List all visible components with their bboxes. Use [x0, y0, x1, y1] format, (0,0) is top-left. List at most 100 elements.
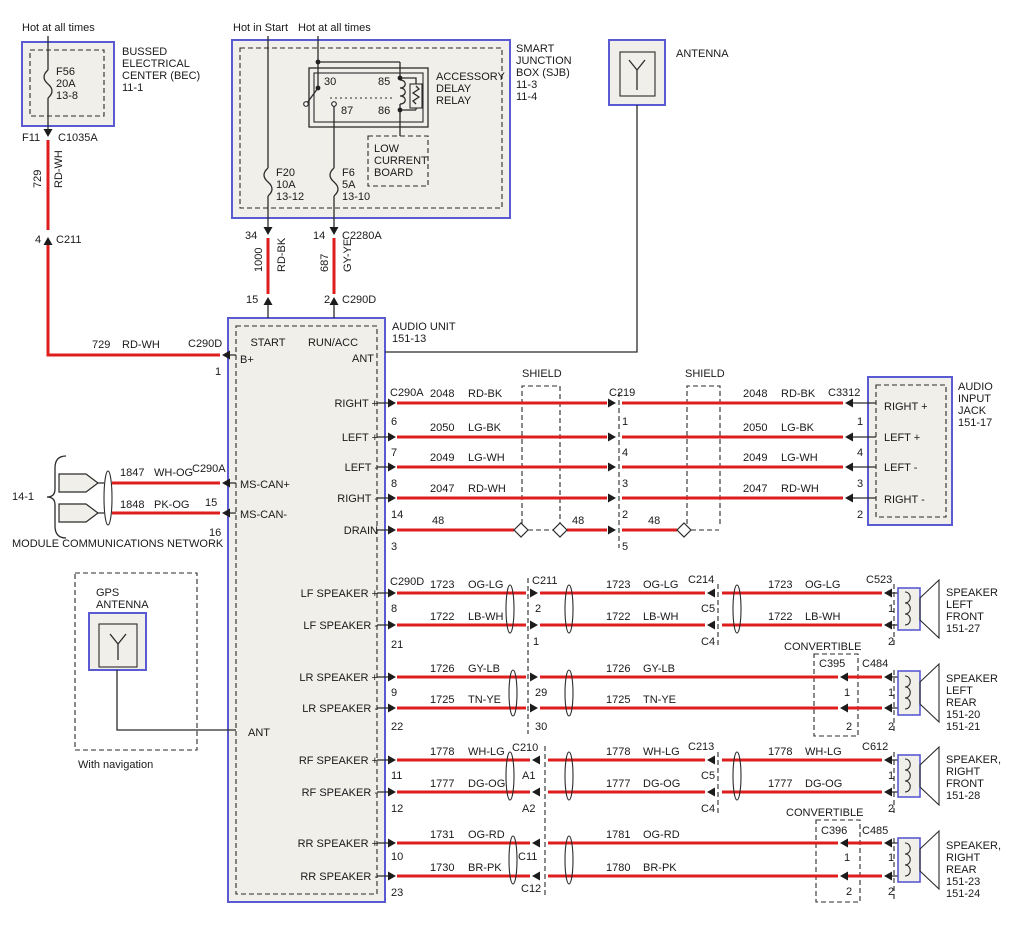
conn-c11: C11 — [518, 851, 537, 863]
relay-contact-87a — [303, 101, 309, 107]
lcb-line3: BOARD — [374, 167, 413, 179]
pin-23: 23 — [391, 887, 403, 899]
conn-c211-left: C211 — [56, 234, 81, 246]
wire-brpk-2: BR-PK — [643, 862, 677, 874]
wire-1777-2: 1777 — [606, 778, 630, 790]
convertible-2: CONVERTIBLE — [786, 807, 863, 819]
gps-dashed-box — [74, 572, 198, 751]
sjb-box — [231, 39, 511, 219]
pin-bplus: B+ — [240, 354, 254, 366]
sjb-line5: 11-4 — [516, 91, 537, 103]
pin-10: 10 — [391, 851, 403, 863]
wire-1778-1: 1778 — [430, 746, 454, 758]
wire-1722-2: 1722 — [606, 611, 630, 623]
wire-dgog-1: DG-OG — [468, 778, 505, 790]
fuse-f20-ref: 13-12 — [276, 191, 304, 203]
module-network-brace — [46, 455, 67, 539]
wire-2049-2: 2049 — [743, 452, 767, 464]
c523-pin1: 1 — [888, 603, 894, 615]
fuse-f6-ref: 13-10 — [342, 191, 370, 203]
c210-pinA1: A1 — [522, 770, 535, 782]
spk-rr-line1: SPEAKER, — [946, 840, 1001, 852]
c213-pinC4: C4 — [701, 803, 715, 815]
gps-line2: ANTENNA — [96, 599, 149, 611]
twisted-pair-icon — [732, 751, 742, 801]
low-current-board-box — [367, 135, 429, 187]
conn-c214: C214 — [688, 574, 714, 586]
relay-line3: RELAY — [436, 95, 472, 107]
c523-pin2: 2 — [888, 636, 894, 648]
conn-c290a-ms: C290A — [192, 463, 226, 475]
wire-lbwh-2: LB-WH — [643, 611, 679, 623]
network-connector-icon — [58, 503, 99, 523]
pin-ant-right: ANT — [352, 353, 374, 365]
wire-oglg-1: OG-LG — [468, 579, 503, 591]
c3312-pin1: 1 — [857, 416, 863, 428]
wire-lbwh-1: LB-WH — [468, 611, 504, 623]
twisted-pair-icon — [732, 584, 742, 634]
sjb-line4: 11-3 — [516, 79, 537, 91]
conn-c612: C612 — [862, 741, 888, 753]
c484-pin1: 1 — [888, 687, 894, 699]
conn-c395: C395 — [819, 658, 845, 670]
c211-pin29: 29 — [535, 687, 547, 699]
pin-3a: 3 — [391, 541, 397, 553]
wire-1722-3: 1722 — [768, 611, 792, 623]
sjb-line3: BOX (SJB) — [516, 67, 570, 79]
wire-tnye-2: TN-YE — [643, 694, 676, 706]
pin-mscan-plus: MS-CAN+ — [240, 479, 290, 491]
relay-contact-87 — [331, 101, 337, 107]
pin-ant-left: ANT — [248, 727, 270, 739]
spk-rf-line3: FRONT — [946, 778, 984, 790]
jack-line2: INPUT — [958, 393, 991, 405]
jack-left-minus: LEFT - — [884, 462, 918, 474]
antenna-label: ANTENNA — [676, 48, 729, 60]
wire-rdbk-1: RD-BK — [468, 388, 503, 400]
spk-lr-line1: SPEAKER — [946, 673, 998, 685]
relay-t87: 87 — [341, 105, 353, 117]
bec-line1: BUSSED — [122, 46, 167, 58]
conn-c485: C485 — [862, 825, 888, 837]
junctions — [303, 59, 403, 113]
spk-lr-line5: 151-21 — [946, 721, 980, 733]
pin-mscan-minus: MS-CAN- — [240, 509, 287, 521]
wire-1781-2: 1781 — [606, 829, 630, 841]
c219-pin4: 4 — [622, 447, 628, 459]
wire-oglg-2: OG-LG — [643, 579, 678, 591]
pin-22: 22 — [391, 721, 403, 733]
module-comms-net: MODULE COMMUNICATIONS NETWORK — [12, 538, 224, 550]
fuse-f56-amps: 20A — [56, 78, 76, 90]
pin-2-top: 2 — [324, 294, 330, 306]
conn-c2280a: C2280A — [342, 230, 382, 242]
wire-48-2: 48 — [572, 515, 584, 527]
conn-c290d-bplus: C290D — [188, 338, 222, 350]
conn-c12: C12 — [521, 883, 541, 895]
pin-15-ms: 15 — [205, 497, 217, 509]
pin-8b: 8 — [391, 603, 397, 615]
pin-runacc: RUN/ACC — [308, 337, 358, 349]
c210-pinA2: A2 — [522, 803, 535, 815]
conn-c3312: C3312 — [828, 387, 860, 399]
convertible-1: CONVERTIBLE — [784, 641, 861, 653]
twisted-pair-icon — [505, 751, 515, 801]
hot-at-all-times-bec: Hot at all times — [22, 22, 95, 34]
fuse-f6-amps: 5A — [342, 179, 356, 191]
c3312-pin4: 4 — [857, 447, 863, 459]
pin-1-bplus: 1 — [215, 366, 221, 378]
bec-line2: ELECTRICAL — [122, 58, 190, 70]
wire-whlg-1: WH-LG — [468, 746, 505, 758]
pin-21: 21 — [391, 639, 403, 651]
wire-whlg-3: WH-LG — [805, 746, 842, 758]
pin-14: 14 — [313, 230, 325, 242]
relay-t85: 85 — [378, 76, 390, 88]
relay-t86: 86 — [378, 105, 390, 117]
wire-1000-v: 1000 — [253, 248, 265, 272]
c213-pinC5: C5 — [701, 770, 715, 782]
wire-ogrd-1: OG-RD — [468, 829, 505, 841]
with-navigation: With navigation — [78, 759, 153, 771]
wire-2048-2: 2048 — [743, 388, 767, 400]
pin-12: 12 — [391, 803, 403, 815]
relay-line2: DELAY — [436, 83, 472, 95]
wire-1730-1: 1730 — [430, 862, 454, 874]
jack-left-plus: LEFT + — [884, 432, 920, 444]
